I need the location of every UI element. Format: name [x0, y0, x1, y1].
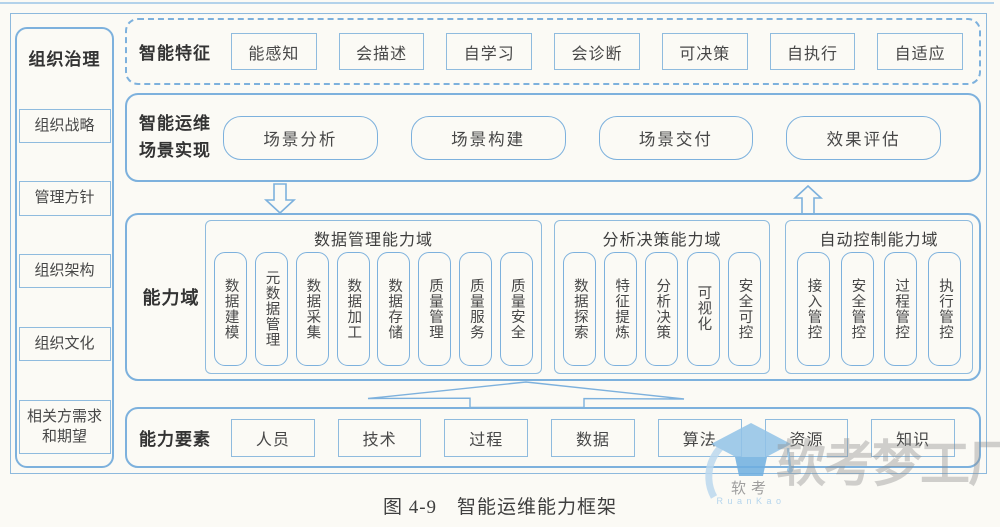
page-top-rule: [0, 2, 994, 4]
capability-box-safety-control: 安全管控: [840, 251, 874, 366]
elements-box-list: 人员 技术 过程 数据 算法 资源 知识: [231, 418, 956, 457]
sidebar-title: 组织治理: [28, 50, 101, 69]
analysis-decision-domain-title: 分析决策能力域: [602, 231, 722, 249]
auto-control-domain-title: 自动控制能力域: [819, 231, 939, 249]
sidebar-item-stakeholder-needs: 相关方需求和期望: [18, 399, 111, 454]
features-row-label: 智能特征: [139, 44, 211, 63]
capability-box-visualization: 可视化: [686, 251, 720, 366]
scenario-box-delivery: 场景交付: [598, 115, 754, 160]
features-box-list: 能感知 会描述 自学习 会诊断 可决策 自执行 自适应: [231, 33, 964, 70]
capability-box-data-processing: 数据加工: [336, 251, 370, 366]
element-box-people: 人员: [231, 418, 315, 457]
data-management-domain-title: 数据管理能力域: [313, 231, 433, 249]
figure-caption: 图 4-9 智能运维能力框架: [382, 497, 618, 518]
capability-domain-row: 能力域 数据管理能力域 数据建模 元数据管理 数据采集 数据加工 数据存储 质量…: [125, 213, 981, 381]
feature-box-self-adapt: 自适应: [877, 33, 964, 70]
capability-box-access-control: 接入管控: [796, 251, 830, 366]
feature-box-self-learn: 自学习: [446, 33, 533, 70]
watermark-logo-text: 软考: [731, 480, 771, 497]
capability-box-security-control: 安全可控: [727, 251, 761, 366]
sidebar-item-policy: 管理方针: [18, 181, 111, 216]
scenario-label-line1: 智能运维: [139, 114, 211, 134]
data-management-box-list: 数据建模 元数据管理 数据采集 数据加工 数据存储 质量管理 质量服务 质量安全: [206, 251, 541, 373]
capability-box-quality-security: 质量安全: [500, 251, 533, 366]
element-box-process: 过程: [444, 418, 529, 457]
sidebar-item-strategy: 组织战略: [18, 108, 111, 143]
feature-box-decide: 可决策: [661, 33, 748, 70]
capability-box-data-modeling: 数据建模: [213, 251, 247, 366]
capability-box-quality-service: 质量服务: [459, 251, 493, 366]
feature-box-diagnose: 会诊断: [554, 33, 640, 70]
sidebar-item-structure: 组织架构: [18, 254, 111, 289]
ruankao-graduation-cap-icon: 软考 RuanKao: [705, 423, 793, 505]
capability-row-label: 能力域: [142, 288, 200, 308]
feature-box-describe: 会描述: [338, 33, 425, 70]
intelligent-features-row: 智能特征 能感知 会描述 自学习 会诊断 可决策 自执行 自适应: [125, 18, 981, 85]
scenario-box-list: 场景分析 场景构建 场景交付 效果评估: [223, 115, 941, 160]
feature-box-self-execute: 自执行: [769, 33, 856, 70]
sidebar-item-culture: 组织文化: [18, 326, 111, 361]
capability-box-feature-refining: 特征提炼: [604, 251, 638, 366]
wide-up-arrow-icon: [367, 381, 685, 409]
capability-elements-row: 能力要素 人员 技术 过程 数据 算法 资源 知识: [125, 407, 981, 468]
scenario-implementation-row: 智能运维 场景实现 场景分析 场景构建 场景交付 效果评估: [125, 93, 981, 182]
analysis-decision-box-list: 数据探索 特征提炼 分析决策 可视化 安全可控: [555, 251, 769, 373]
capability-box-metadata-mgmt: 元数据管理: [254, 251, 288, 366]
scenario-row-label: 智能运维 场景实现: [139, 111, 223, 164]
scenario-box-build: 场景构建: [410, 115, 566, 160]
element-box-technology: 技术: [337, 418, 422, 457]
element-box-knowledge: 知识: [871, 418, 956, 457]
watermark-text: 软考梦工厂: [776, 436, 1000, 492]
capability-box-quality-mgmt: 质量管理: [418, 251, 452, 366]
data-management-domain-group: 数据管理能力域 数据建模 元数据管理 数据采集 数据加工 数据存储 质量管理 质…: [205, 220, 542, 374]
watermark-logo-subtext: RuanKao: [716, 496, 785, 505]
element-box-data: 数据: [551, 418, 635, 457]
feature-box-perceive: 能感知: [231, 33, 317, 70]
governance-sidebar: 组织治理 组织战略 管理方针 组织架构 组织文化 相关方需求和期望: [15, 27, 114, 468]
auto-control-box-list: 接入管控 安全管控 过程管控 执行管控: [786, 251, 972, 373]
up-arrow-icon: [792, 185, 824, 215]
capability-box-execution-control: 执行管控: [928, 251, 962, 366]
capability-box-data-exploration: 数据探索: [563, 251, 597, 366]
scenario-label-line2: 场景实现: [139, 140, 211, 160]
elements-row-label: 能力要素: [139, 430, 211, 449]
analysis-decision-domain-group: 分析决策能力域 数据探索 特征提炼 分析决策 可视化 安全可控: [554, 220, 770, 374]
capability-box-data-storage: 数据存储: [377, 251, 411, 366]
diagram-outer-border: [10, 13, 987, 474]
capability-box-data-collection: 数据采集: [295, 251, 329, 366]
scenario-box-analysis: 场景分析: [223, 115, 378, 160]
auto-control-domain-group: 自动控制能力域 接入管控 安全管控 过程管控 执行管控: [785, 220, 973, 374]
capability-box-analysis-decision: 分析决策: [645, 251, 679, 366]
down-arrow-icon: [263, 183, 297, 214]
scenario-box-evaluation: 效果评估: [786, 115, 941, 160]
capability-box-process-control: 过程管控: [884, 251, 918, 366]
